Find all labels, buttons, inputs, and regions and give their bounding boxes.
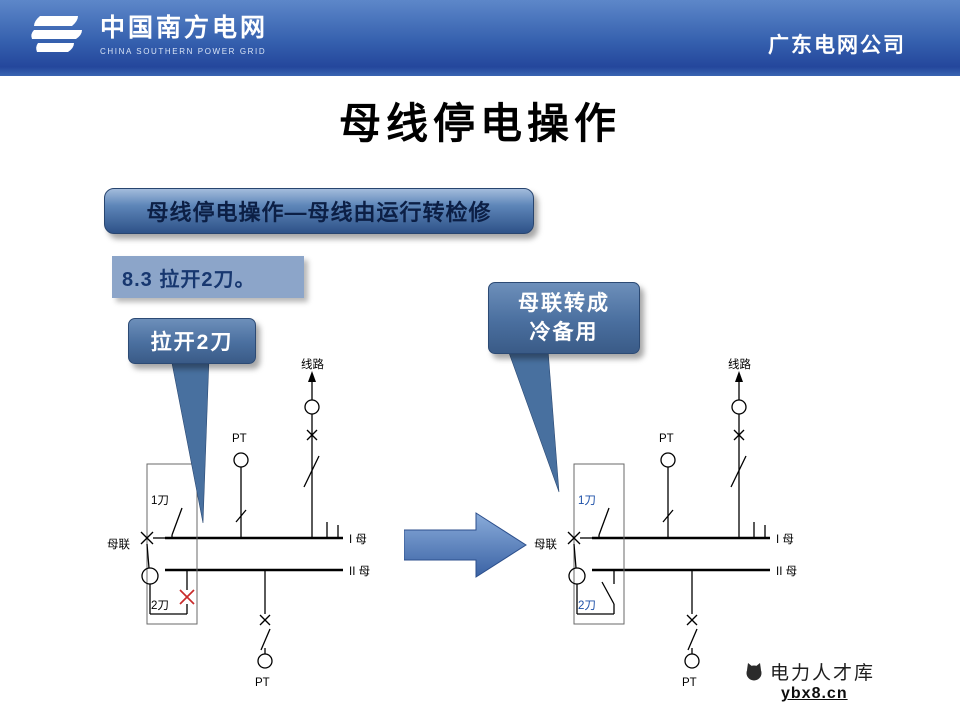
callout-left-pointer bbox=[170, 358, 210, 524]
callout-coupler-cold-standby: 母联转成 冷备用 bbox=[488, 282, 640, 354]
callout-right-line1: 母联转成 bbox=[518, 292, 610, 315]
label-bus1: I 母 bbox=[349, 533, 367, 546]
label-knife1: 1刀 bbox=[151, 495, 169, 507]
label-coupler: 母联 bbox=[107, 537, 130, 551]
watermark-brand: 电力人才库 bbox=[770, 663, 876, 684]
logo-subtitle: CHINA SOUTHERN POWER GRID bbox=[100, 47, 267, 56]
label-knife2: 2刀 bbox=[578, 600, 596, 612]
watermark-site: ybx8.cn bbox=[781, 685, 848, 702]
label-bus1: I 母 bbox=[776, 533, 794, 546]
label-line: 线路 bbox=[728, 357, 751, 371]
label-knife1: 1刀 bbox=[578, 495, 596, 507]
circuit-lines-after bbox=[567, 382, 770, 669]
label-bus2: II 母 bbox=[776, 565, 797, 578]
line-arrow-icon bbox=[308, 371, 316, 382]
label-pt-bottom: PT bbox=[255, 677, 270, 689]
step-label: 8.3 拉开2刀。 bbox=[112, 256, 304, 298]
header-bar: 中国南方电网 CHINA SOUTHERN POWER GRID 广东电网公司 bbox=[0, 0, 960, 78]
label-pt-top: PT bbox=[659, 433, 674, 445]
transition-arrow-icon bbox=[404, 512, 527, 578]
diagram-after-labels: 线路 PT 1刀 母联 2刀 I 母 II 母 PT bbox=[534, 357, 797, 689]
csg-logo-icon bbox=[31, 16, 82, 52]
line-arrow-icon bbox=[735, 371, 743, 382]
page-title: 母线停电操作 bbox=[338, 100, 621, 147]
logo-text: 中国南方电网 CHINA SOUTHERN POWER GRID bbox=[100, 12, 268, 56]
label-knife2: 2刀 bbox=[151, 600, 169, 612]
label-coupler: 母联 bbox=[534, 537, 557, 551]
callout-open-knife2: 拉开2刀 bbox=[128, 318, 256, 364]
diagram-before: 线路 PT 1刀 母联 2刀 I 母 II 母 PT bbox=[107, 357, 370, 689]
diagram-after: 线路 PT 1刀 母联 2刀 I 母 II 母 PT bbox=[534, 357, 797, 689]
logo: 中国南方电网 CHINA SOUTHERN POWER GRID bbox=[26, 8, 268, 60]
label-bus2: II 母 bbox=[349, 565, 370, 578]
callout-right-pointer bbox=[507, 350, 560, 493]
label-pt-top: PT bbox=[232, 433, 247, 445]
callout-right-line2: 冷备用 bbox=[529, 321, 599, 344]
label-pt-bottom: PT bbox=[682, 677, 697, 689]
knife2-open-red-icon bbox=[179, 589, 195, 605]
label-line: 线路 bbox=[301, 357, 324, 371]
cat-icon bbox=[746, 662, 762, 680]
watermark: 电力人才库 bbox=[744, 658, 875, 685]
callout-left-text: 拉开2刀 bbox=[150, 331, 234, 354]
company-name: 广东电网公司 bbox=[768, 34, 906, 57]
section-banner: 母线停电操作—母线由运行转检修 bbox=[104, 188, 534, 234]
diagram-before-labels: 线路 PT 1刀 母联 2刀 I 母 II 母 PT bbox=[107, 357, 370, 689]
logo-title: 中国南方电网 bbox=[100, 14, 269, 42]
circuit-lines-before bbox=[140, 382, 343, 669]
